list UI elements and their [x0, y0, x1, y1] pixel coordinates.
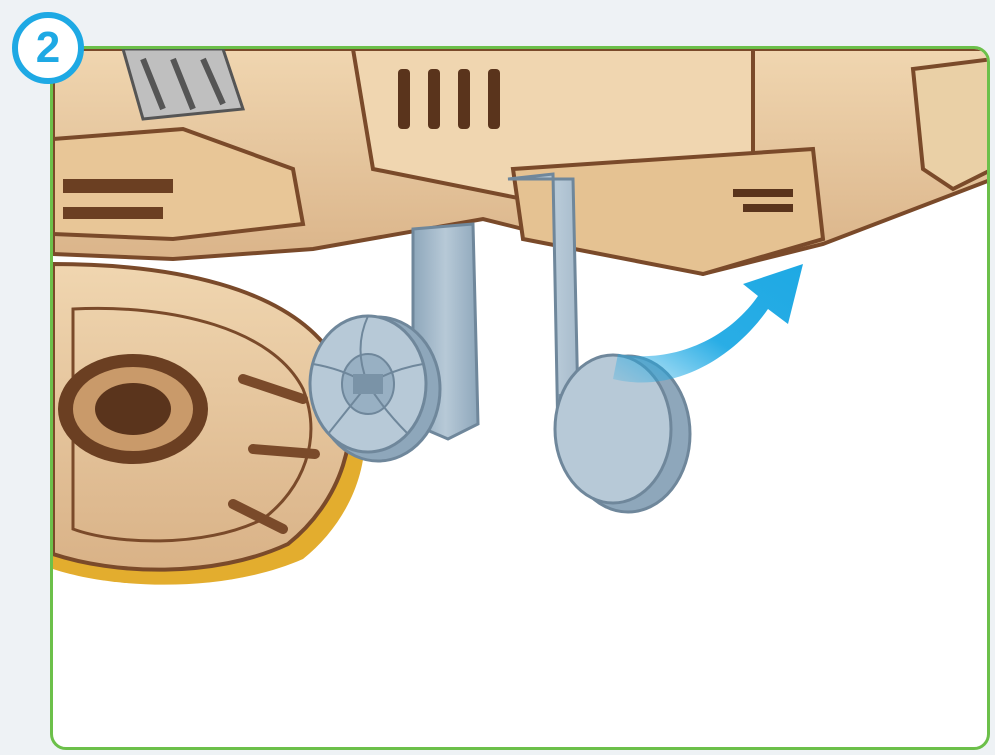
wooden-gear-wheel	[53, 264, 365, 585]
rotation-arrow-icon	[613, 264, 803, 383]
step-number-badge: 2	[12, 12, 84, 84]
assembly-illustration	[53, 49, 990, 750]
wooden-chassis	[53, 49, 990, 274]
step-number: 2	[36, 26, 60, 70]
step-illustration-frame	[50, 46, 990, 750]
